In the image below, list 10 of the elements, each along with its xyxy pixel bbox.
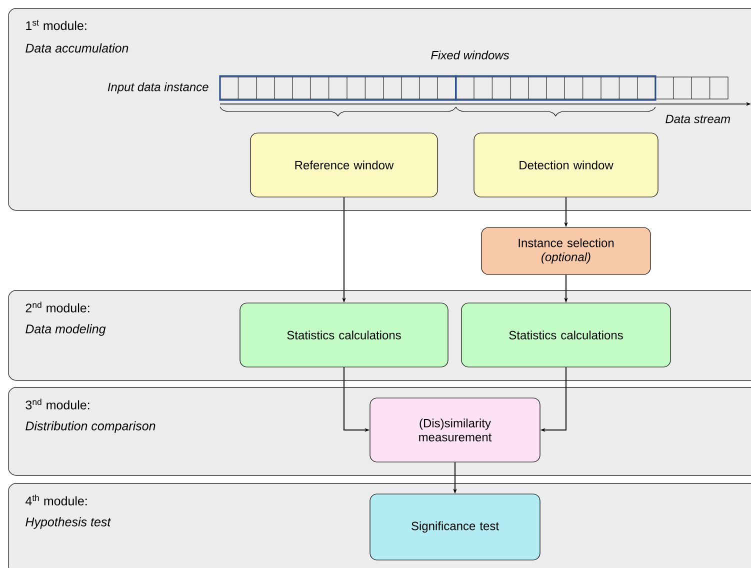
process-box: (Dis)similarity measurement: [370, 398, 540, 462]
label: Input data instance: [108, 82, 208, 94]
label: Data stream: [666, 114, 730, 124]
label: Fixed windows: [431, 50, 510, 60]
process-box: Reference window: [250, 132, 438, 198]
process-box: Statistics calculations: [461, 302, 671, 368]
process-box: Detection window: [474, 132, 658, 198]
process-box: Instance selection (optional): [481, 227, 651, 275]
process-box: Significance test: [370, 494, 540, 560]
process-box: Statistics calculations: [240, 302, 448, 368]
